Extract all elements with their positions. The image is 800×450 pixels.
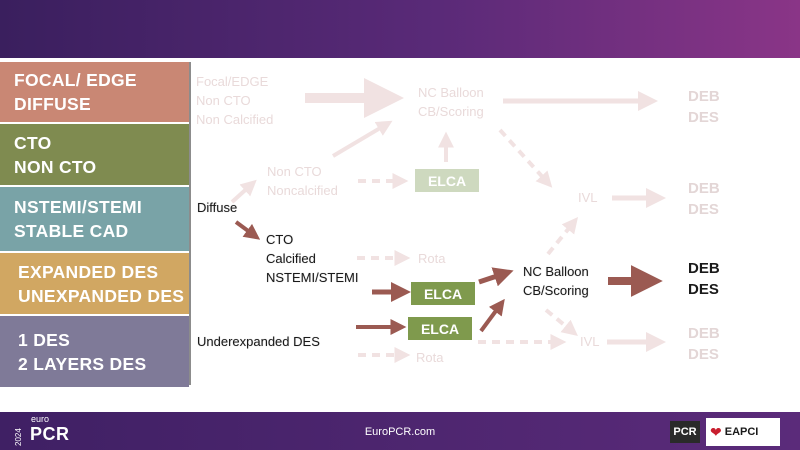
- heart-icon: ❤: [710, 423, 722, 440]
- category-line: UNEXPANDED DES: [18, 285, 185, 306]
- node-line: Non CTO: [267, 164, 322, 179]
- node-line: Non Calcified: [196, 112, 274, 127]
- node-line: NC Balloon: [523, 264, 589, 279]
- eapci-label: EAPCI: [724, 426, 759, 438]
- category-line: 2 LAYERS DES: [18, 353, 147, 374]
- node-deb-des-top: DEB DES: [688, 86, 720, 128]
- node-rota-bottom: Rota: [416, 350, 444, 365]
- node-line: DES: [688, 201, 719, 218]
- node-line: DEB: [688, 325, 720, 342]
- node-line: DES: [688, 109, 719, 126]
- arrow-elca-bottom-to-ncballoon: [479, 298, 505, 333]
- arrow-diffuse-to-cto: [234, 220, 261, 240]
- category-line: STABLE CAD: [14, 221, 129, 241]
- node-focal-edge: Focal/EDGE Non CTO Non Calcified: [196, 72, 273, 129]
- arrow-ncballoon-to-ivl-up: [546, 217, 579, 256]
- logo-euro: euro: [31, 414, 50, 424]
- category-nstemi: NSTEMI/STEMI STABLE CAD: [0, 187, 189, 251]
- elca-box-top: ELCA: [415, 169, 479, 192]
- node-deb-des-mid: DEB DES: [688, 178, 720, 220]
- node-rota-top: Rota: [418, 251, 446, 266]
- header-bar: [0, 0, 800, 58]
- node-line: Non CTO: [196, 93, 251, 108]
- arrow-ncballoon-to-ivl: [498, 128, 553, 188]
- node-ncballoon-top: NC Balloon CB/Scoring: [418, 83, 484, 121]
- category-cto: CTO NON CTO: [0, 124, 189, 185]
- node-diffuse: Diffuse: [197, 200, 238, 215]
- node-line: Focal/EDGE: [196, 74, 269, 89]
- node-ncballoon-main: NC Balloon CB/Scoring: [523, 262, 589, 300]
- eapci-logo: ❤ EAPCI: [706, 418, 780, 446]
- pcr-badge-logo: PCR: [670, 421, 700, 443]
- node-line: CB/Scoring: [523, 283, 589, 298]
- node-line: DES: [688, 281, 719, 298]
- node-ivl-top: IVL: [578, 190, 598, 205]
- node-cto: CTO Calcified NSTEMI/STEMI: [266, 230, 358, 287]
- node-deb-des-bottom: DEB DES: [688, 323, 720, 365]
- arrow-noncto-up: [331, 120, 393, 158]
- category-line: FOCAL/ EDGE: [14, 70, 137, 90]
- node-line: CB/Scoring: [418, 104, 484, 119]
- category-line: DIFFUSE: [14, 94, 91, 114]
- footer-url[interactable]: EuroPCR.com: [364, 426, 436, 438]
- node-line: DES: [688, 346, 719, 363]
- node-line: Noncalcified: [267, 183, 338, 198]
- category-line: NSTEMI/STEMI: [14, 197, 143, 217]
- footer-bar: [0, 412, 800, 450]
- category-line: 1 DES: [18, 329, 71, 350]
- arrow-elca-to-ncballoon: [478, 267, 514, 287]
- category-expanded-des: EXPANDED DES UNEXPANDED DES: [0, 253, 189, 314]
- category-line: EXPANDED DES: [18, 261, 159, 282]
- elca-box-bottom: ELCA: [408, 317, 472, 340]
- node-deb-des-main: DEB DES: [688, 258, 720, 300]
- node-line: Calcified: [266, 251, 316, 266]
- node-line: NC Balloon: [418, 85, 484, 100]
- node-line: DEB: [688, 180, 720, 197]
- node-line: NSTEMI/STEMI: [266, 270, 359, 285]
- category-line: NON CTO: [14, 156, 97, 177]
- category-line: CTO: [14, 132, 52, 153]
- node-non-cto: Non CTO Noncalcified: [267, 162, 338, 200]
- elca-box-mid: ELCA: [411, 282, 475, 305]
- divider-line: [189, 62, 191, 385]
- arrow-diffuse-up: [230, 179, 257, 204]
- arrow-ncballoon-to-ivl-down: [544, 308, 578, 337]
- node-line: DEB: [688, 260, 720, 277]
- category-des-layers: 1 DES 2 LAYERS DES: [0, 316, 189, 387]
- node-line: CTO: [266, 232, 294, 247]
- node-line: DEB: [688, 88, 720, 105]
- node-ivl-bottom: IVL: [580, 334, 600, 349]
- logo-pcr: PCR: [30, 424, 70, 444]
- category-focal-edge: FOCAL/ EDGE DIFFUSE: [0, 62, 189, 122]
- node-underexpanded: Underexpanded DES: [197, 334, 320, 349]
